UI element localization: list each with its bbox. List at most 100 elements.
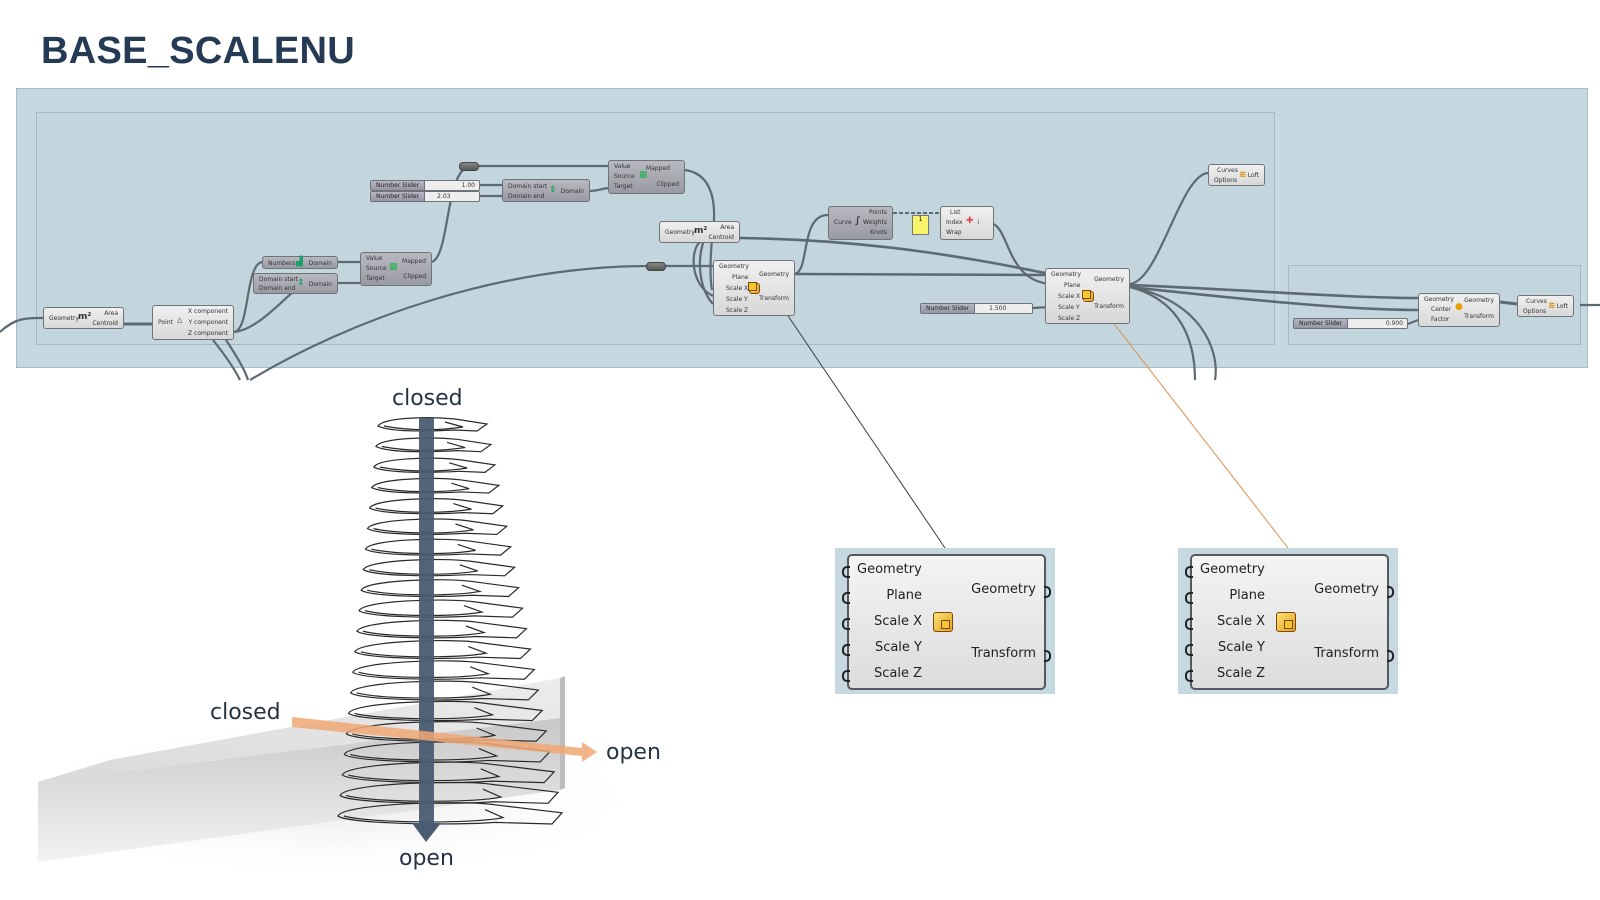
number-slider[interactable]: Number Slider 1.00 [370,180,480,191]
input-scale-x[interactable]: Scale X [1058,293,1081,300]
input-geometry[interactable]: Geometry [1424,296,1454,303]
output-z[interactable]: Z component [188,330,228,337]
input-target[interactable]: Target [366,275,385,282]
input-scale-x[interactable]: Scale X [873,614,922,629]
output-knots[interactable]: Knots [870,229,887,236]
input-grip[interactable] [1185,644,1193,656]
scale-nu-callout[interactable]: Geometry Plane Scale X Scale Y Scale Z G… [1185,554,1394,690]
output-clipped[interactable]: Clipped [656,181,679,188]
output-grip[interactable] [1044,586,1051,598]
input-grip[interactable] [1185,566,1193,578]
output-transform[interactable]: Transform [1314,646,1379,661]
control-points-node[interactable]: Curve ∫ Points Weights Knots [828,206,893,240]
slider-value[interactable]: 1.00 [461,182,475,189]
output-domain[interactable]: Domain [308,260,332,267]
input-domain-end[interactable]: Domain end [508,193,545,200]
input-plane[interactable]: Plane [886,588,922,603]
input-scale-z[interactable]: Scale Z [873,666,922,681]
input-domain-end[interactable]: Domain end [259,285,296,292]
output-centroid[interactable]: Centroid [92,320,118,327]
deconstruct-point-node[interactable]: Point △ X component Y component Z compon… [152,305,234,340]
relay-node[interactable] [646,262,666,271]
loft-node[interactable]: Curves Options ≋ Loft [1517,295,1574,317]
scale-nu-callout[interactable]: Geometry Plane Scale X Scale Y Scale Z G… [842,554,1051,690]
input-geometry[interactable]: Geometry [665,229,695,236]
area-node[interactable]: Geometry m² Area Centroid [43,307,124,329]
input-factor[interactable]: Factor [1431,316,1450,323]
area-node[interactable]: Geometry m² Area Centroid [659,221,740,243]
remap-node[interactable]: Value Source Target ▦ Mapped Clipped [360,252,432,286]
output-mapped[interactable]: Mapped [646,165,670,172]
construct-domain-node[interactable]: Domain start Domain end ⇕ Domain [502,179,590,202]
input-options[interactable]: Options [1214,177,1238,184]
output-centroid[interactable]: Centroid [708,234,734,241]
input-curves[interactable]: Curves [1526,298,1547,305]
input-scale-z[interactable]: Scale Z [726,307,749,314]
input-point[interactable]: Point [158,319,173,326]
input-target[interactable]: Target [614,183,633,190]
bounds-node[interactable]: Numbers ▟ Domain [262,256,338,269]
input-grip[interactable] [842,566,850,578]
input-wrap[interactable]: Wrap [946,229,962,236]
slider-value[interactable]: 0.900 [1385,320,1403,327]
input-index[interactable]: Index [946,219,963,226]
output-item[interactable]: i [977,219,979,226]
input-geometry[interactable]: Geometry [49,315,79,322]
input-scale-y[interactable]: Scale Y [1058,304,1080,311]
output-weights[interactable]: Weights [862,219,887,226]
slider-value[interactable]: 2.03 [437,193,451,200]
input-curves[interactable]: Curves [1217,167,1238,174]
input-scale-y[interactable]: Scale Y [874,640,922,655]
input-plane[interactable]: Plane [1064,282,1081,289]
input-geometry[interactable]: Geometry [857,562,922,577]
input-domain-start[interactable]: Domain start [508,183,548,190]
input-curve[interactable]: Curve [834,219,852,226]
input-grip[interactable] [1185,592,1193,604]
input-source[interactable]: Source [366,265,387,272]
output-area[interactable]: Area [104,310,118,317]
input-value[interactable]: Value [614,163,631,170]
output-y[interactable]: Y component [188,319,228,326]
input-center[interactable]: Center [1431,306,1452,313]
construct-domain-node[interactable]: Domain start Domain end ⇕ Domain [253,273,338,294]
output-geometry[interactable]: Geometry [1314,582,1379,597]
relay-node[interactable] [459,162,479,171]
input-scale-z[interactable]: Scale Z [1058,315,1081,322]
number-slider[interactable]: Number Slider 1.500 [920,303,1033,314]
input-domain-start[interactable]: Domain start [259,276,299,283]
input-options[interactable]: Options [1523,308,1547,315]
input-grip[interactable] [842,618,850,630]
output-domain[interactable]: Domain [560,188,584,195]
output-transform[interactable]: Transform [1094,303,1124,310]
input-grip[interactable] [1185,618,1193,630]
input-value[interactable]: Value [366,255,383,262]
output-geometry[interactable]: Geometry [759,271,789,278]
output-area[interactable]: Area [720,224,734,231]
scale-nu-node[interactable]: Geometry Plane Scale X Scale Y Scale Z G… [1045,268,1130,324]
output-x[interactable]: X component [188,308,228,315]
output-grip[interactable] [1044,650,1051,662]
input-geometry[interactable]: Geometry [719,263,749,270]
panel-value[interactable]: 1 [918,216,923,223]
input-grip[interactable] [842,592,850,604]
output-mapped[interactable]: Mapped [402,258,426,265]
input-plane[interactable]: Plane [732,274,749,281]
input-grip[interactable] [842,644,850,656]
output-transform[interactable]: Transform [759,295,789,302]
list-item-node[interactable]: List Index Wrap ✚ i [940,206,994,240]
input-grip[interactable] [1185,670,1193,682]
input-scale-y[interactable]: Scale Y [1217,640,1265,655]
output-points[interactable]: Points [868,209,887,216]
input-scale-y[interactable]: Scale Y [726,296,748,303]
number-slider[interactable]: Number Slider 0.900 [1293,318,1408,329]
output-grip[interactable] [1387,650,1394,662]
slider-value[interactable]: 1.500 [989,305,1007,312]
input-grip[interactable] [842,670,850,682]
input-scale-z[interactable]: Scale Z [1216,666,1265,681]
input-geometry[interactable]: Geometry [1051,271,1081,278]
remap-node[interactable]: Value Source Target ▦ Mapped Clipped [608,160,685,194]
loft-node[interactable]: Curves Options ≋ Loft [1208,164,1265,186]
number-slider[interactable]: Number Slider 2.03 [370,191,480,202]
output-geometry[interactable]: Geometry [1464,297,1494,304]
input-plane[interactable]: Plane [1229,588,1265,603]
